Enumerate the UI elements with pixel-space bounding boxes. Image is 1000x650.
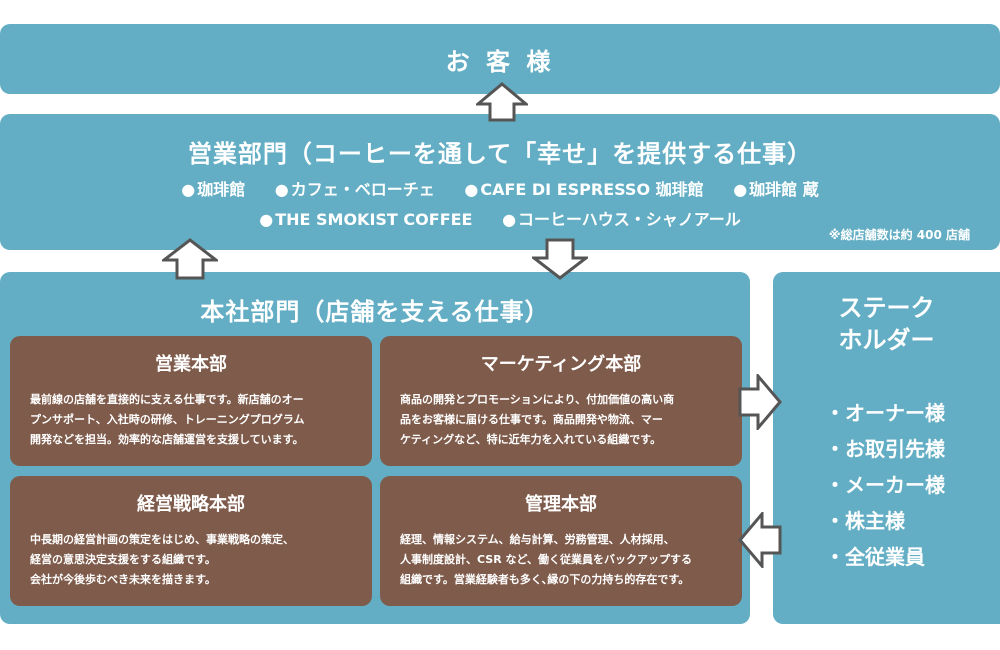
brand-item: ●CAFE DI ESPRESSO 珈琲館 — [464, 180, 703, 199]
arrow-up-icon — [476, 82, 528, 122]
brand-label: 珈琲館 — [197, 180, 246, 199]
department-title: 営業本部 — [155, 354, 227, 375]
department-strategy: 経営戦略本部 中長期の経営計画の策定をはじめ、事業戦略の策定、 経営の意思決定支… — [10, 476, 372, 606]
brand-list-row1: ●珈琲館 ●カフェ・ベローチェ ●CAFE DI ESPRESSO 珈琲館 ●珈… — [0, 176, 1000, 200]
stakeholder-item: ・メーカー様 — [825, 473, 945, 497]
headquarters-title: 本社部門（店舗を支える仕事） — [200, 298, 550, 326]
brand-item: ●珈琲館 — [181, 180, 245, 199]
brand-item: ●珈琲館 蔵 — [733, 180, 819, 199]
brand-item: ●カフェ・ベローチェ — [275, 180, 435, 199]
department-description: 中長期の経営計画の策定をはじめ、事業戦略の策定、 経営の意思決定支援をする組織で… — [30, 533, 294, 586]
department-marketing: マーケティング本部 商品の開発とプロモーションにより、付加価値の高い商 品をお客… — [380, 336, 742, 466]
brand-label: THE SMOKIST COFFEE — [275, 210, 473, 229]
arrow-left-icon — [738, 512, 782, 568]
brand-label: カフェ・ベローチェ — [290, 180, 435, 199]
stakeholders-title: ステーク ホルダー — [838, 294, 935, 354]
department-description: 最前線の店舗を直接的に支える仕事です。新店舗のオー プンサポート、入社時の研修、… — [30, 393, 305, 446]
department-title: 経営戦略本部 — [137, 494, 245, 515]
arrow-down-icon — [532, 238, 588, 280]
customers-title: お 客 様 — [445, 48, 555, 76]
bullet-icon: ● — [259, 210, 274, 229]
stakeholder-item: ・オーナー様 — [825, 401, 945, 425]
bullet-icon: ● — [181, 180, 196, 199]
department-title: マーケティング本部 — [480, 354, 642, 375]
brand-label: コーヒーハウス・シャノアール — [518, 210, 741, 229]
brand-label: CAFE DI ESPRESSO 珈琲館 — [480, 180, 704, 199]
arrow-up-icon — [162, 238, 218, 280]
sales-division-title: 営業部門（コーヒーを通して「幸せ」を提供する仕事） — [187, 140, 813, 168]
bullet-icon: ● — [464, 180, 479, 199]
brand-item: ●コーヒーハウス・シャノアール — [502, 210, 741, 229]
department-title: 管理本部 — [525, 494, 597, 515]
customers-box: お 客 様 — [0, 24, 1000, 94]
department-sales-hq: 営業本部 最前線の店舗を直接的に支える仕事です。新店舗のオー プンサポート、入社… — [10, 336, 372, 466]
stakeholder-item: ・全従業員 — [825, 545, 925, 569]
stakeholder-item: ・株主様 — [825, 509, 905, 533]
department-administration: 管理本部 経理、情報システム、給与計算、労務管理、人材採用、 人事制度設計、CS… — [380, 476, 742, 606]
stakeholder-item: ・お取引先様 — [825, 437, 945, 461]
store-count-note: ※総店舗数は約 400 店舗 — [828, 228, 970, 242]
brand-list-row2: ●THE SMOKIST COFFEE ●コーヒーハウス・シャノアール — [0, 206, 1000, 230]
brand-item: ●THE SMOKIST COFFEE — [259, 210, 472, 229]
department-description: 商品の開発とプロモーションにより、付加価値の高い商 品をお客様に届ける仕事です。… — [400, 393, 675, 446]
bullet-icon: ● — [733, 180, 748, 199]
sales-division-box: 営業部門（コーヒーを通して「幸せ」を提供する仕事） ●珈琲館 ●カフェ・ベローチ… — [0, 114, 1000, 250]
stakeholders-box: ステーク ホルダー ・オーナー様 ・お取引先様 ・メーカー様 ・株主様 ・全従業… — [773, 272, 1000, 624]
brand-label: 珈琲館 蔵 — [749, 180, 819, 199]
bullet-icon: ● — [502, 210, 517, 229]
stakeholders-list: ・オーナー様 ・お取引先様 ・メーカー様 ・株主様 ・全従業員 — [825, 400, 945, 580]
bullet-icon: ● — [274, 180, 289, 199]
arrow-right-icon — [738, 374, 782, 430]
department-description: 経理、情報システム、給与計算、労務管理、人材採用、 人事制度設計、CSR など、… — [400, 533, 692, 586]
